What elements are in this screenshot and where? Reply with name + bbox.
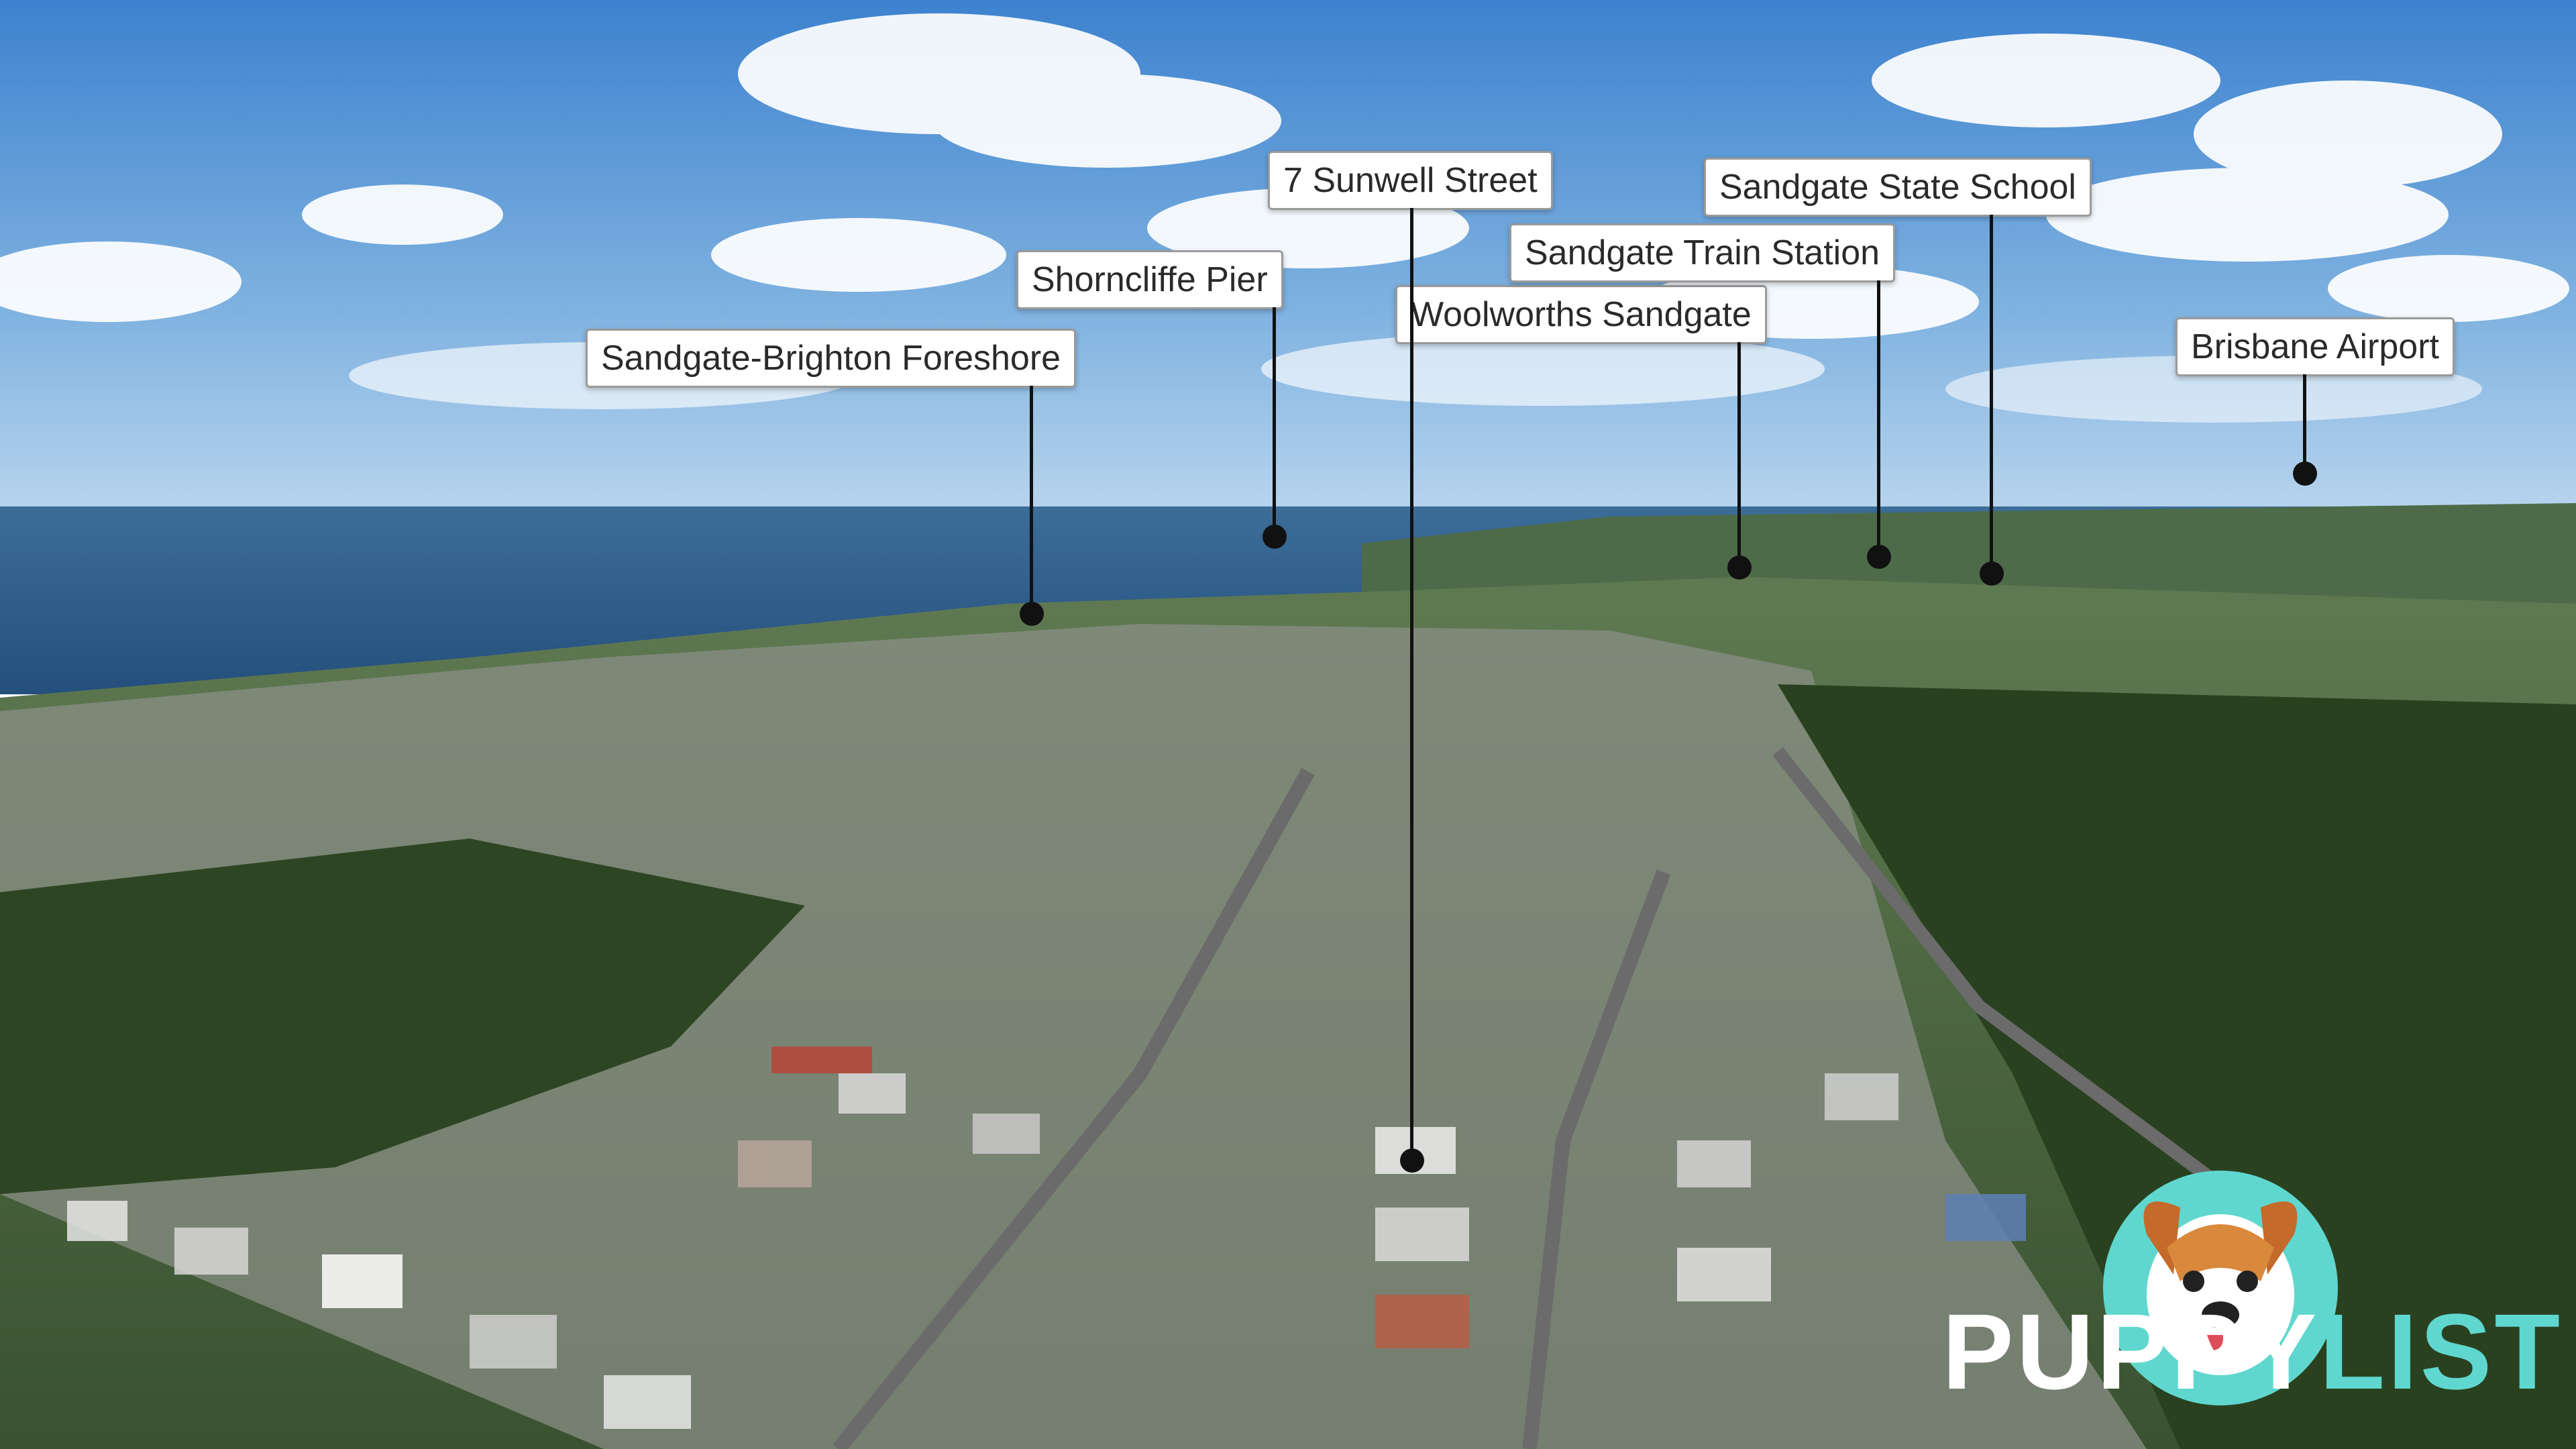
puppylist-logo: PUPPYLIST [1942, 1298, 2563, 1405]
logo-part-2: LIST [2319, 1291, 2563, 1411]
forest-left [0, 839, 805, 1194]
label-woolworths-sandgate: Woolworths Sandgate [1395, 285, 1767, 344]
road-left [833, 767, 1315, 1449]
suburb [0, 624, 2147, 1449]
road-right [1772, 747, 2218, 1187]
forest-right [1778, 684, 2576, 1449]
leader-shorncliffe-pier [1273, 307, 1276, 535]
dot-shorncliffe-pier [1263, 525, 1287, 549]
puppy-logo-icon [2103, 1171, 2338, 1405]
leader-sandgate-brighton-foreshore [1030, 386, 1033, 614]
dot-7-sunwell-street [1400, 1148, 1424, 1173]
label-brisbane-airport: Brisbane Airport [2176, 317, 2455, 376]
dot-sandgate-state-school [1980, 561, 2004, 586]
leader-7-sunwell-street [1410, 208, 1413, 1161]
rooftops [67, 1046, 2026, 1429]
logo-part-1: PUPPY [1942, 1291, 2320, 1411]
dot-woolworths-sandgate [1727, 555, 1752, 580]
leader-woolworths-sandgate [1737, 342, 1741, 564]
dot-sandgate-brighton-foreshore [1020, 602, 1044, 626]
clouds [0, 13, 2569, 423]
label-7-sunwell-street: 7 Sunwell Street [1268, 151, 1553, 210]
label-shorncliffe-pier: Shorncliffe Pier [1016, 250, 1283, 309]
label-sandgate-state-school: Sandgate State School [1704, 158, 2092, 217]
label-sandgate-brighton-foreshore: Sandgate-Brighton Foreshore [586, 329, 1077, 388]
road-center [1522, 869, 1671, 1449]
dot-brisbane-airport [2293, 462, 2317, 486]
label-sandgate-train-station: Sandgate Train Station [1509, 223, 1896, 282]
leader-brisbane-airport [2303, 374, 2306, 468]
dot-sandgate-train-station [1867, 545, 1891, 569]
leader-sandgate-state-school [1990, 215, 1993, 570]
leader-sandgate-train-station [1877, 280, 1880, 552]
